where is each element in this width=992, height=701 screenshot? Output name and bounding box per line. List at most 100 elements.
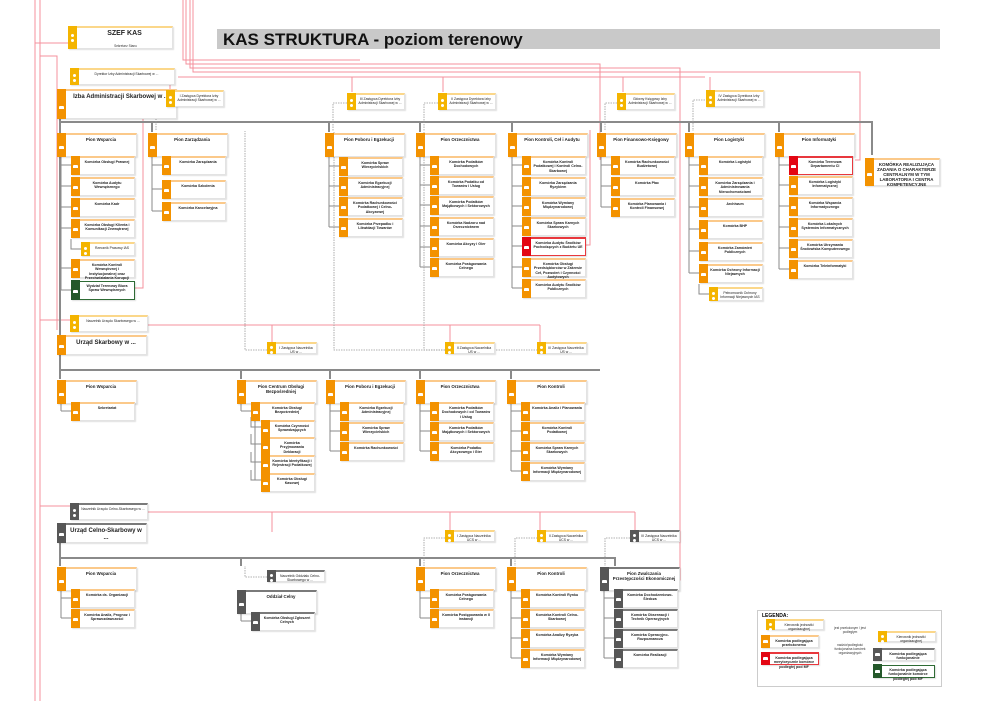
legend-ministry-unit[interactable]: Komórka podlegająca merytorycznie komórc… <box>761 652 819 669</box>
unit-box[interactable]: Komórka Spraw Karnych Skarbowych <box>521 442 585 461</box>
ucs-deputy-box[interactable]: III Zastępca Naczelnika UCS w ... <box>630 530 680 542</box>
unit-box[interactable]: Komórka Audytu Środków Pochodzących z Bu… <box>522 237 586 256</box>
unit-box[interactable]: Komórka Postępowania Celnego <box>430 589 494 608</box>
pion-box[interactable]: Pion Informatyki <box>775 133 855 157</box>
unit-box[interactable]: Komórka Kontroli Wewnętrznej i Instytucj… <box>71 259 135 280</box>
unit-box[interactable]: Komórka Utrzymania Środowiska Komputerow… <box>789 239 853 258</box>
unit-box[interactable]: Komórka Płac <box>611 177 675 196</box>
us-deputy-box[interactable]: I Zastępca Naczelnika US w ... <box>267 342 317 354</box>
unit-box[interactable]: Komórka Kontroli Celno-Skarbowej <box>521 609 585 628</box>
unit-box[interactable]: Komórka Kancelaryjna <box>162 202 226 221</box>
unit-box[interactable]: Komórka Lokalnych Systemów Informatyczny… <box>789 218 853 237</box>
unit-box[interactable]: Komórka Audytu Wewnętrznego <box>71 177 135 196</box>
unit-box[interactable]: Komórka Przepadku i Likwidacji Towarów <box>339 218 403 237</box>
unit-box[interactable]: Komórka Identyfikacji i Rejestracji Poda… <box>261 455 315 474</box>
unit-box[interactable]: Rzecznik Prasowy IAS <box>81 242 135 256</box>
unit-box[interactable]: Komórka Wymiany Informacji Międzynarodow… <box>521 649 585 668</box>
pion-box[interactable]: Pion Orzecznictwa <box>416 567 496 591</box>
unit-box[interactable]: Komórka Szkolenia <box>162 180 226 199</box>
pion-box[interactable]: Pion Orzecznictwa <box>416 133 496 157</box>
unit-box[interactable]: Komórka Zarządzania Ryzykiem <box>522 177 586 196</box>
unit-box[interactable]: Komórka Podatków Majątkowych i Sektorowy… <box>430 196 494 215</box>
unit-box[interactable]: Komórka Rachunkowości <box>340 442 404 461</box>
ucs-unit-box[interactable]: Urząd Celno-Skarbowy w ... <box>57 523 147 543</box>
pion-box[interactable]: Pion Orzecznictwa <box>416 380 496 404</box>
unit-box[interactable]: Komórka Ochrony Informacji Niejawnych <box>699 264 763 283</box>
unit-box[interactable]: Komórka Podatku od Towarów i Usług <box>430 176 494 195</box>
unit-box[interactable]: Komórka Realizacji <box>614 649 678 668</box>
pion-box[interactable]: Pion Poboru i Egzekucji <box>326 380 406 404</box>
izba-deputy-box[interactable]: Główny Księgowy Izby Administracji Skarb… <box>617 93 675 110</box>
unit-box[interactable]: Komórka Terenowa Departamentu CI <box>789 156 853 175</box>
ucs-head-box[interactable]: Naczelnik Urzędu Celno-Skarbowego w ... <box>70 503 148 520</box>
us-deputy-box[interactable]: II Zastępca Naczelnika US w ... <box>445 342 495 354</box>
unit-box[interactable]: Komórka Analizy Ryzyka <box>521 629 585 648</box>
pion-box[interactable]: Pion Centrum Obsługi Bezpośredniej <box>237 380 317 404</box>
unit-box[interactable]: Komórka Egzekucji Administracyjnej <box>339 177 403 196</box>
unit-box[interactable]: Komórka Kontroli Podatkowej i Kontroli C… <box>522 156 586 175</box>
unit-box[interactable]: Komórka Zarządzania i Administrowania Ni… <box>699 177 763 196</box>
unit-box[interactable]: Komórka Obsługi Zgłoszeń Celnych <box>251 612 315 631</box>
pion-box[interactable]: Pion Zwalczania Przestępczości Ekonomicz… <box>600 567 680 591</box>
central-unit-box[interactable]: KOMÓRKA REALIZUJĄCA ZADANIA O CHARAKTERZ… <box>865 158 940 187</box>
unit-box[interactable]: Sekretariat <box>71 402 135 421</box>
unit-box[interactable]: Komórka Czynności Sprawdzających <box>261 420 315 439</box>
legend-local-unit[interactable]: Komórka podlegająca przełożonemu <box>761 635 819 648</box>
unit-box[interactable]: Komórka Teleinformatyki <box>789 260 853 279</box>
unit-box[interactable]: Komórka Podatku Akcyzowego i Gier <box>430 442 494 461</box>
unit-box[interactable]: Wydział Terenowy Biura Spraw Wewnętrznyc… <box>71 280 135 300</box>
unit-box[interactable]: Komórka Kadr <box>71 198 135 217</box>
unit-box[interactable]: Komórka Obsługi Klienta i Komunikacji Ze… <box>71 219 135 238</box>
unit-box[interactable]: Komórka Rachunkowości Podatkowej i Celno… <box>339 197 403 216</box>
unit-box[interactable]: Komórka Dochodzeniowo-Śledcza <box>614 589 678 608</box>
unit-box[interactable]: Komórka BHP <box>699 220 763 239</box>
ucs-deputy-box[interactable]: II Zastępca Naczelnika UCS w ... <box>537 530 587 542</box>
pion-box[interactable]: Pion Kontroli <box>507 380 587 404</box>
unit-box[interactable]: Komórka Spraw Karnych Skarbowych <box>522 217 586 236</box>
unit-box[interactable]: Komórka Spraw Wierzycielskich <box>340 422 404 441</box>
izba-unit-box[interactable]: Izba Administracji Skarbowej w ... <box>57 89 177 119</box>
ucs-deputy-box[interactable]: I Zastępca Naczelnika UCS w ... <box>445 530 495 542</box>
pion-box[interactable]: Pion Wsparcia <box>57 133 137 157</box>
unit-box[interactable]: Komórka Rachunkowości Budżetowej <box>611 156 675 175</box>
pion-box[interactable]: Pion Logistyki <box>685 133 765 157</box>
izba-deputy-box[interactable]: I Zastępca Dyrektora Izby Administracji … <box>166 90 224 107</box>
unit-box[interactable]: Komórka Logistyki Informatycznej <box>789 176 853 195</box>
unit-box[interactable]: Komórka Podatków Majątkowych i Sektorowy… <box>430 422 494 441</box>
us-head-box[interactable]: Naczelnik Urzędu Skarbowego w ... <box>70 315 148 332</box>
pion-box[interactable]: Pion Wsparcia <box>57 567 137 591</box>
unit-box[interactable]: Komórka Postępowania Celnego <box>430 258 494 277</box>
legend-bsw-unit[interactable]: Komórka podlegająca funkcjonalnie komórc… <box>873 664 935 681</box>
izba-deputy-box[interactable]: II Zastępca Dyrektora Izby Administracji… <box>438 93 496 110</box>
pion-box[interactable]: Pion Zarządzania <box>148 133 228 157</box>
unit-box[interactable]: Komórka Operacyjno-Rozpoznawcza <box>614 629 678 648</box>
legend-functional-unit[interactable]: Komórka podlegająca funkcjonalnie <box>873 648 935 661</box>
unit-box[interactable]: Komórka Analiz i Planowania <box>521 402 585 421</box>
unit-box[interactable]: Komórka Postępowania w II instancji <box>430 609 494 628</box>
unit-box[interactable]: Komórka Analiz, Prognoz i Sprawozdawczoś… <box>71 609 135 628</box>
pion-box[interactable]: Oddział Celny <box>237 590 317 614</box>
unit-box[interactable]: Komórka Wsparcia Informatycznego <box>789 197 853 216</box>
unit-box[interactable]: Komórka Kontroli Podatkowej <box>521 422 585 441</box>
pion-box[interactable]: Pion Finansowo-Księgowy <box>597 133 677 157</box>
unit-box[interactable]: Komórka Obsługi Przedsiębiorców w Zakres… <box>522 258 586 279</box>
unit-box[interactable]: Komórka Egzekucji Administracyjnej <box>340 402 404 421</box>
unit-box[interactable]: Komórka Audytu Środków Publicznych <box>522 279 586 298</box>
unit-box[interactable]: Komórka Przyjmowania Deklaracji <box>261 437 315 456</box>
unit-box[interactable]: Komórka Podatków Dochodowych i od Towaró… <box>430 402 494 421</box>
unit-box[interactable]: Komórka Obsługi Bezpośredniej <box>251 402 315 421</box>
izba-director-box[interactable]: Dyrektor Izby Administracji Skarbowej w … <box>70 68 175 85</box>
unit-box[interactable]: Komórka Wymiany Międzynarodowej <box>522 197 586 216</box>
unit-box[interactable]: Komórka Akcyzy i Gier <box>430 238 494 257</box>
us-deputy-box[interactable]: III Zastępca Naczelnika US w ... <box>537 342 587 354</box>
unit-box[interactable]: Komórka Obsługi Prawnej <box>71 156 135 175</box>
pion-box[interactable]: Pion Wsparcia <box>57 380 137 404</box>
unit-box[interactable]: Komórka Zarządzania <box>162 156 226 175</box>
unit-box[interactable]: Komórka Kontroli Rynku <box>521 589 585 608</box>
unit-box[interactable]: Komórka Podatków Dochodowych <box>430 156 494 175</box>
legend-manager[interactable]: Kierownik jednostki organizacyjnej <box>766 619 824 631</box>
unit-box[interactable]: Komórka Zamówień Publicznych <box>699 242 763 261</box>
izba-deputy-box[interactable]: IV Zastępca Dyrektora Izby Administracji… <box>706 90 764 107</box>
unit-box[interactable]: Komórka ds. Organizacji <box>71 589 135 608</box>
